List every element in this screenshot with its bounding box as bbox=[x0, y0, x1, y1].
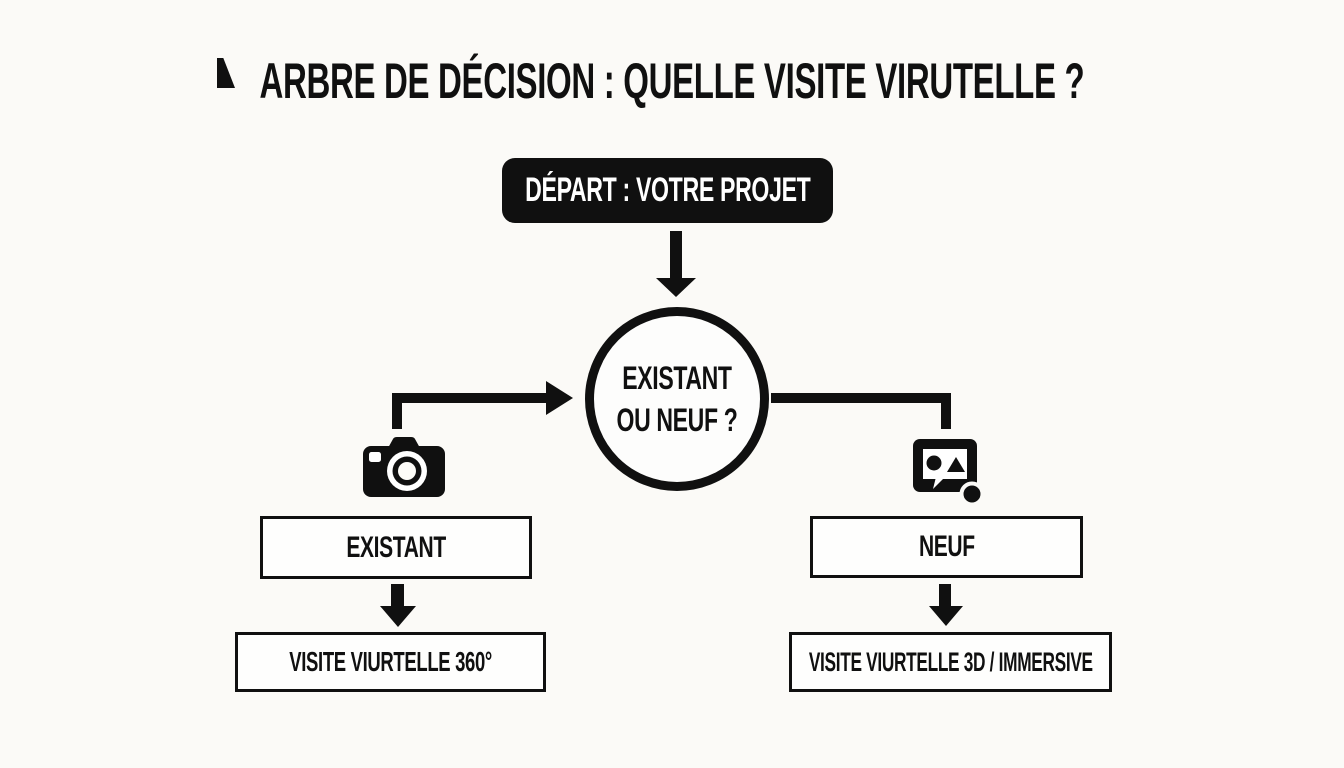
result-360-node: VISITE VIURTELLE 360° bbox=[235, 632, 546, 692]
decision-node-line2: OU NEUF ? bbox=[616, 402, 738, 438]
start-node-label: DÉPART : VOTRE PROJET bbox=[524, 171, 811, 209]
decision-node: EXISTANT OU NEUF ? bbox=[585, 307, 769, 491]
diagram-title: ARBRE DE DÉCISION : QUELLE VISITE VIRUTE… bbox=[0, 52, 1344, 110]
left-connector-stub bbox=[392, 393, 402, 429]
right-connector-line bbox=[771, 393, 951, 403]
camera-icon bbox=[363, 437, 445, 497]
image-3d-icon bbox=[913, 439, 985, 506]
existant-to-result-arrow-shaft bbox=[391, 584, 404, 607]
neuf-to-result-arrowhead bbox=[929, 606, 963, 626]
existant-to-result-arrowhead bbox=[380, 606, 416, 627]
start-to-decision-arrowhead bbox=[656, 278, 696, 297]
neuf-node: NEUF bbox=[810, 516, 1083, 578]
neuf-to-result-arrow-shaft bbox=[939, 584, 951, 607]
start-node: DÉPART : VOTRE PROJET bbox=[502, 158, 833, 223]
result-360-label: VISITE VIURTELLE 360° bbox=[289, 646, 492, 677]
result-3d-immersive-label: VISITE VIURTELLE 3D / IMMERSIVE bbox=[808, 646, 1093, 677]
existant-node-label: EXISTANT bbox=[346, 530, 446, 564]
diagram-title-text: ARBRE DE DÉCISION : QUELLE VISITE VIRUTE… bbox=[259, 53, 1085, 109]
left-connector-line bbox=[392, 393, 547, 403]
right-connector-stub bbox=[941, 393, 951, 429]
neuf-node-label: NEUF bbox=[918, 530, 975, 563]
start-to-decision-arrow-shaft bbox=[670, 231, 682, 279]
left-connector-arrowhead bbox=[546, 381, 573, 415]
result-3d-immersive-node: VISITE VIURTELLE 3D / IMMERSIVE bbox=[789, 632, 1112, 692]
decision-node-line1: EXISTANT bbox=[622, 359, 732, 396]
existant-node: EXISTANT bbox=[260, 516, 532, 579]
